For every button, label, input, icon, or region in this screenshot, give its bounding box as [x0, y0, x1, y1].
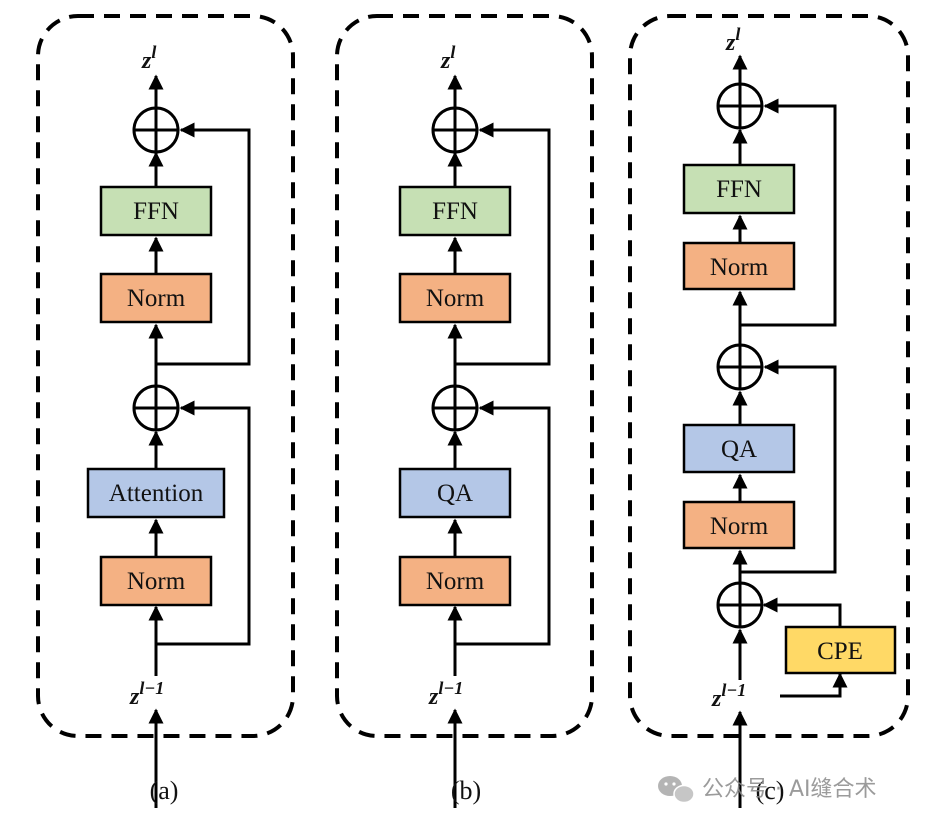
- panel-a-norm-top: [99, 272, 213, 324]
- panel-b-add-2-icon: [431, 106, 479, 154]
- panel-b-ffn-label: FFN: [432, 198, 478, 225]
- panel-b-norm-bottom-label: Norm: [426, 568, 485, 595]
- panel-b-output-label: zl: [440, 42, 455, 74]
- panel-b-norm-top-label: Norm: [426, 285, 485, 312]
- panel-c-add-2-icon: [716, 343, 764, 391]
- panel-c-norm-top: [682, 241, 796, 291]
- panel-b-norm-bottom: [398, 555, 512, 607]
- panel-c-cpe: [784, 625, 897, 675]
- panel-c: zl−1 CPE Norm QA Norm FFN: [628, 14, 910, 808]
- panel-c-cpe-label: CPE: [817, 638, 863, 665]
- panel-c-norm-top-label: Norm: [710, 254, 769, 281]
- panel-c-ffn: [682, 163, 796, 215]
- panel-b-add-1-icon: [431, 384, 479, 432]
- panel-a-input-label: zl−1: [129, 678, 164, 710]
- panel-a-add-2-icon: [132, 106, 180, 154]
- panel-c-norm-bottom: [682, 500, 796, 550]
- panel-b-norm-top: [398, 272, 512, 324]
- panel-c-dashed-border: [628, 14, 910, 738]
- panel-a-caption: (a): [150, 776, 179, 805]
- panel-a-attention-label: Attention: [109, 480, 204, 507]
- panel-a-norm-bottom-label: Norm: [127, 568, 186, 595]
- panel-a-norm-top-label: Norm: [127, 285, 186, 312]
- panel-c-input-label: zl−1: [711, 680, 746, 712]
- panel-a-add-1-icon: [132, 384, 180, 432]
- watermark-text: 公众号 · AI缝合术: [702, 777, 877, 802]
- panel-a: zl−1 Norm Attention Norm FFN zl: [36, 14, 295, 808]
- panel-a-attention: [86, 467, 226, 519]
- panel-a-norm-bottom: [99, 555, 213, 607]
- panel-b-input-label: zl−1: [428, 678, 463, 710]
- panel-b-caption: (b): [451, 776, 481, 805]
- panel-c-ffn-label: FFN: [716, 176, 762, 203]
- panel-b-qa: [398, 467, 512, 519]
- panel-b-dashed-border: [335, 14, 594, 738]
- panel-c-output-label: zl: [725, 24, 740, 56]
- panel-c-caption: (c): [756, 776, 785, 805]
- panel-b: zl−1 Norm QA Norm FFN zl (b): [335, 14, 594, 808]
- wechat-icon: [658, 776, 695, 804]
- panel-b-qa-label: QA: [437, 480, 473, 507]
- panel-a-dashed-border: [36, 14, 295, 738]
- panel-b-ffn: [398, 185, 512, 237]
- watermark: 公众号 · AI缝合术: [658, 776, 877, 804]
- panel-c-norm-bottom-label: Norm: [710, 513, 769, 540]
- panel-a-output-label: zl: [141, 42, 156, 74]
- panel-c-qa-label: QA: [721, 436, 757, 463]
- panel-a-ffn-label: FFN: [133, 198, 179, 225]
- panel-c-add-3-icon: [716, 82, 764, 130]
- panel-c-add-1-icon: [716, 581, 764, 629]
